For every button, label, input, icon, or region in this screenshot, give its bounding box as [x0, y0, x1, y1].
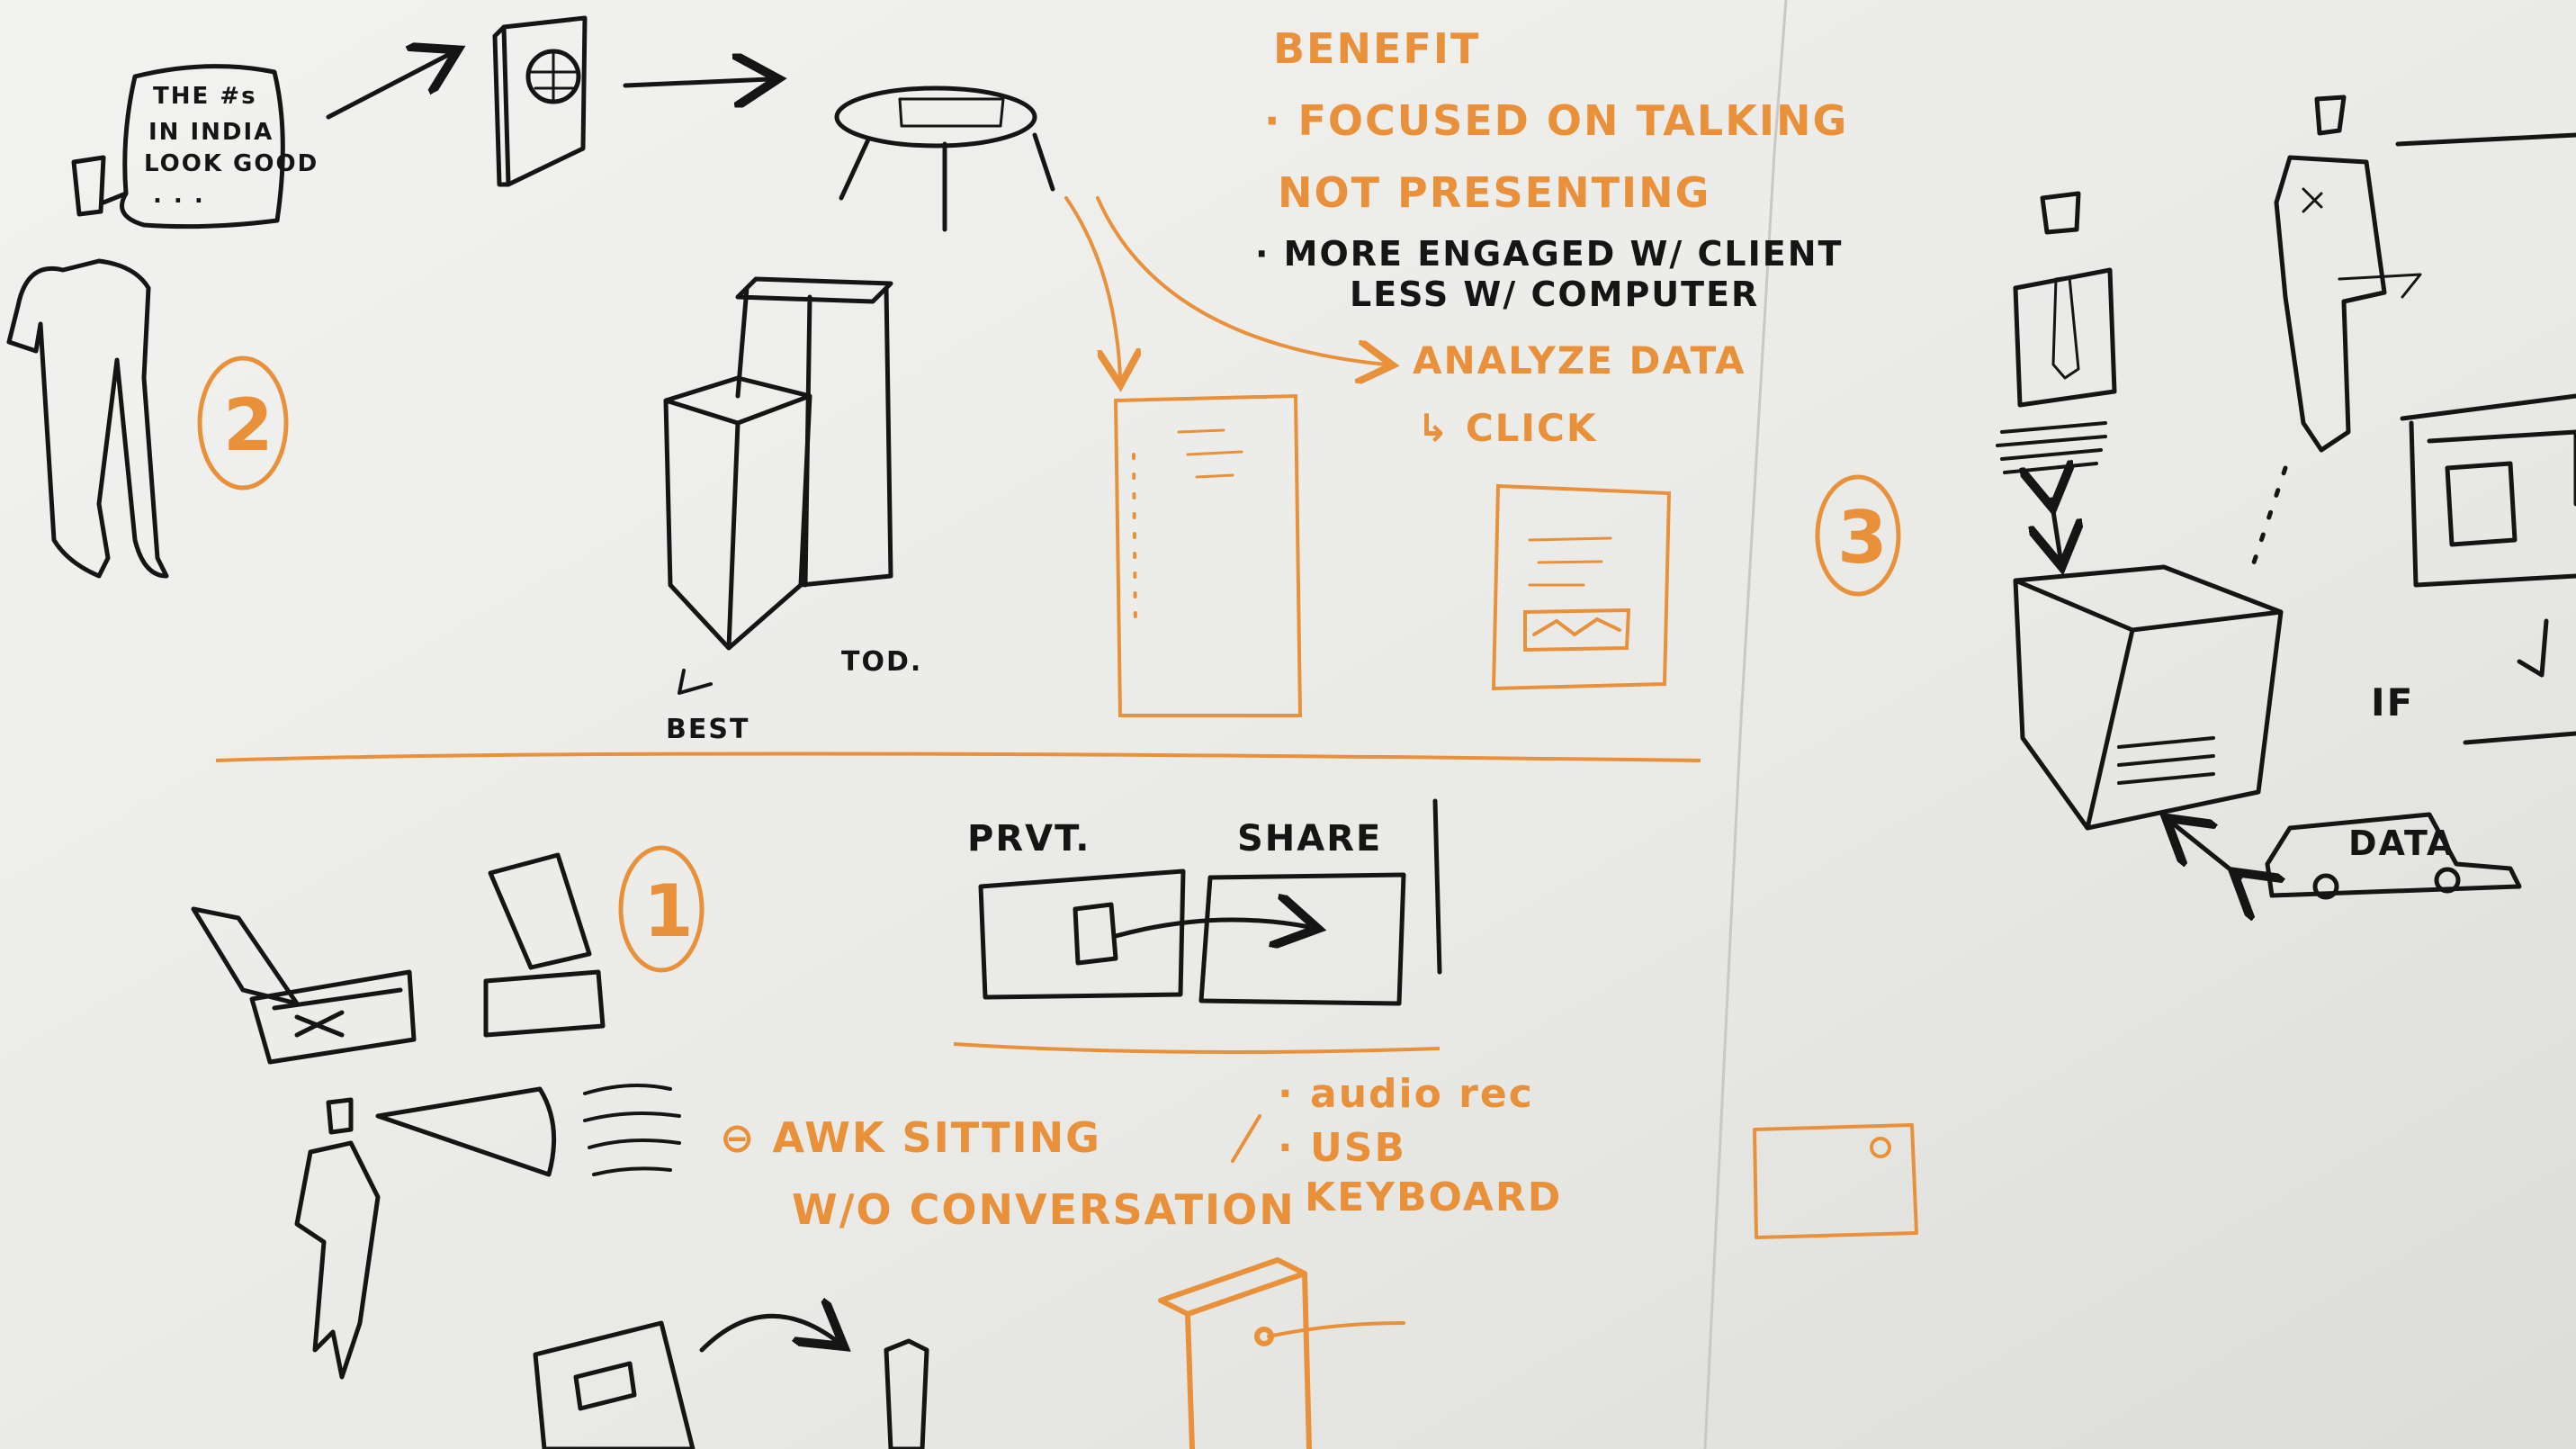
double-arrow: [2051, 500, 2060, 558]
table-screen: [898, 97, 1005, 128]
divider-vertical: [1432, 798, 1442, 975]
car-wheel: [2434, 867, 2461, 894]
orange-screen: [1753, 1123, 1918, 1239]
best-marker: [678, 669, 713, 695]
svg-text:⊖ AWK SITTING: ⊖ AWK SITTING: [720, 1113, 1101, 1162]
dotted-path: [2247, 465, 2288, 579]
svg-text:THE #s: THE #s: [153, 83, 257, 110]
view-cone: [375, 1086, 557, 1177]
speech-bubble-text: THE #s IN INDIA LOOK GOOD . . .: [144, 83, 319, 209]
arrow-to-table: [623, 79, 769, 86]
far-right-arrow: [2517, 618, 2549, 678]
section-2-sketch: [6, 15, 1055, 695]
screen-right: [488, 852, 592, 970]
tall-box: [735, 276, 893, 588]
speech-bubble-tail: [101, 191, 129, 205]
figure-head: [2040, 191, 2081, 235]
bar-label-best: BEST: [666, 714, 749, 745]
car-label-data: DATA: [2348, 824, 2455, 863]
bowtie-icon: [2302, 187, 2323, 213]
benefit-line-black: · MORE ENGAGED W/ CLIENT: [1255, 234, 1843, 274]
far-right-box: [2400, 393, 2576, 588]
stacked-disks: [1996, 421, 2107, 474]
speech-bubble: [120, 64, 285, 230]
section-2-number: 2: [197, 356, 289, 490]
device-feature-list: · audio rec · USB KEYBOARD: [1278, 1071, 1562, 1220]
svg-text:1: 1: [643, 869, 696, 953]
benefit-line: · FOCUSED ON TALKING: [1264, 96, 1848, 145]
car: [2265, 812, 2522, 898]
orange-device-sketch: [1158, 1114, 1918, 1449]
svg-text:· audio rec: · audio rec: [1278, 1071, 1534, 1117]
click-label: ↳ CLICK: [1417, 406, 1597, 450]
arrow-to-monitor: [326, 54, 450, 120]
if-label: IF: [2371, 680, 2414, 724]
section-divider: [215, 752, 1701, 762]
figure-body: [2013, 267, 2117, 408]
svg-text:LOOK GOOD: LOOK GOOD: [144, 150, 319, 177]
benefit-line-black: LESS W/ COMPUTER: [1350, 274, 1759, 314]
table-legs: [839, 132, 1055, 232]
svg-text:IN INDIA: IN INDIA: [148, 119, 274, 146]
chart-page: [1491, 483, 1672, 691]
building: [2013, 564, 2284, 831]
far-right-line: [2395, 132, 2576, 147]
private-screen: [978, 868, 1186, 1000]
benefit-sketch: [1064, 196, 1672, 717]
monitor: [492, 15, 588, 187]
svg-text:KEYBOARD: KEYBOARD: [1305, 1174, 1562, 1220]
svg-text:· USB: · USB: [1278, 1125, 1406, 1171]
speech-lines: [583, 1084, 681, 1176]
laptop-bodies: [249, 969, 606, 1065]
bar-label-today: TOD.: [841, 646, 922, 678]
svg-text:2: 2: [223, 383, 275, 467]
drawback-notes: ⊖ AWK SITTING W/O CONVERSATION: [720, 1113, 1296, 1234]
label-private: PRVT.: [967, 818, 1091, 860]
panel-seam: [1703, 0, 1788, 1449]
arrow-down: [1064, 196, 1120, 378]
share-arrow: [1113, 920, 1309, 936]
car-arrow: [2173, 824, 2240, 878]
section-3-number: 3: [1815, 474, 1901, 597]
person-head: [71, 155, 106, 217]
label-share: SHARE: [1237, 818, 1382, 860]
standing-head: [2314, 94, 2347, 136]
small-tower: [884, 1338, 929, 1449]
arrow-device: [699, 1316, 837, 1353]
table-top: [834, 86, 1037, 148]
orange-underline: [953, 1042, 1441, 1054]
analyze-label: ANALYZE DATA: [1413, 338, 1746, 382]
section-1-sketch: [191, 798, 1442, 1449]
report-page: [1113, 393, 1303, 717]
viewer-body: [294, 1140, 381, 1380]
section-1-number: 1: [618, 845, 705, 973]
car-wheel: [2312, 873, 2339, 900]
standing-person: [6, 258, 169, 579]
standing-figure: [2274, 155, 2387, 453]
tie-icon: [2051, 275, 2080, 380]
arrow-to-analyze: [1096, 196, 1386, 364]
device-sketch: [533, 1320, 696, 1449]
svg-text:W/O CONVERSATION: W/O CONVERSATION: [792, 1185, 1296, 1234]
share-screen: [1198, 872, 1406, 1006]
benefit-notes: BENEFIT · FOCUSED ON TALKING NOT PRESENT…: [1255, 24, 1848, 450]
svg-text:. . .: . . .: [153, 182, 205, 209]
svg-text:3: 3: [1837, 496, 1889, 580]
benefit-heading: BENEFIT: [1273, 24, 1480, 73]
garage-door: [2117, 736, 2215, 785]
viewer-head: [326, 1097, 354, 1135]
section-3-sketch: [1996, 94, 2576, 900]
benefit-line: NOT PRESENTING: [1278, 168, 1710, 217]
window-icon: [1073, 902, 1118, 966]
